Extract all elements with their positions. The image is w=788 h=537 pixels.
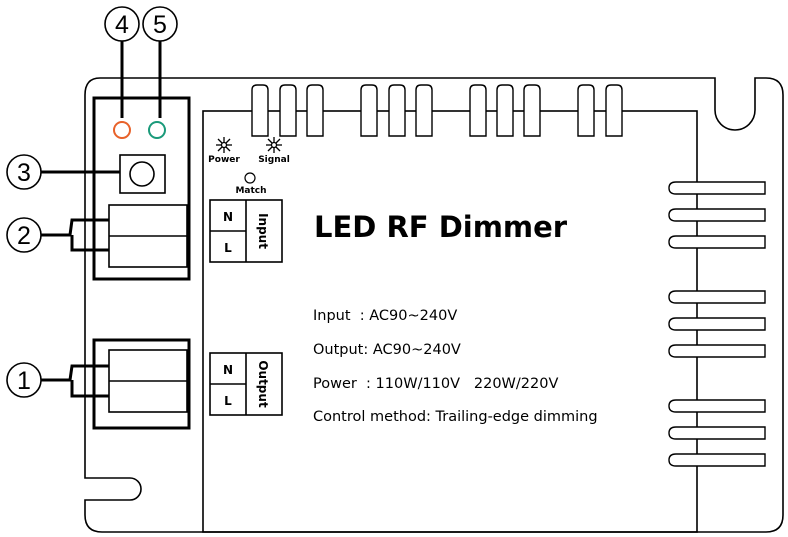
spec-input: Input : AC90~240V (313, 308, 457, 324)
power-indicator-icon (216, 137, 232, 153)
callout-4-label: 4 (115, 11, 129, 39)
signal-indicator-icon (266, 137, 282, 153)
power-led (113, 121, 131, 139)
callout-3 (6, 154, 42, 190)
callout-2 (6, 217, 42, 253)
callout-3-label: 3 (17, 159, 31, 187)
signal-led (148, 121, 166, 139)
housing-outline (84, 77, 784, 533)
match-button-knob (129, 161, 155, 187)
spec-control-method: Control method: Trailing-edge dimming (313, 409, 598, 425)
top-vents (251, 84, 623, 137)
output-l-label: L (224, 394, 232, 408)
callout-1-label: 1 (17, 367, 31, 395)
input-n-label: N (223, 210, 233, 224)
match-label: Match (235, 186, 266, 196)
lower-block (92, 338, 191, 430)
output-label: Output (256, 360, 270, 408)
input-l-label: L (224, 241, 232, 255)
callout-circles (6, 6, 178, 398)
callout-leaders (40, 40, 162, 398)
output-n-label: N (223, 363, 233, 377)
spec-power: Power : 110W/110V 220W/220V (313, 376, 558, 392)
callout-5 (142, 6, 178, 42)
callout-2-label: 2 (17, 222, 31, 250)
callout-4 (104, 6, 140, 42)
callout-1 (6, 362, 42, 398)
right-vents (668, 181, 766, 467)
spec-output: Output: AC90~240V (313, 342, 461, 358)
power-label: Power (208, 155, 240, 165)
signal-label: Signal (258, 155, 290, 165)
upper-block (92, 96, 191, 281)
product-title: LED RF Dimmer (314, 210, 568, 244)
callout-5-label: 5 (153, 11, 167, 39)
input-label: Input (256, 213, 270, 249)
match-hole-icon (244, 172, 256, 184)
